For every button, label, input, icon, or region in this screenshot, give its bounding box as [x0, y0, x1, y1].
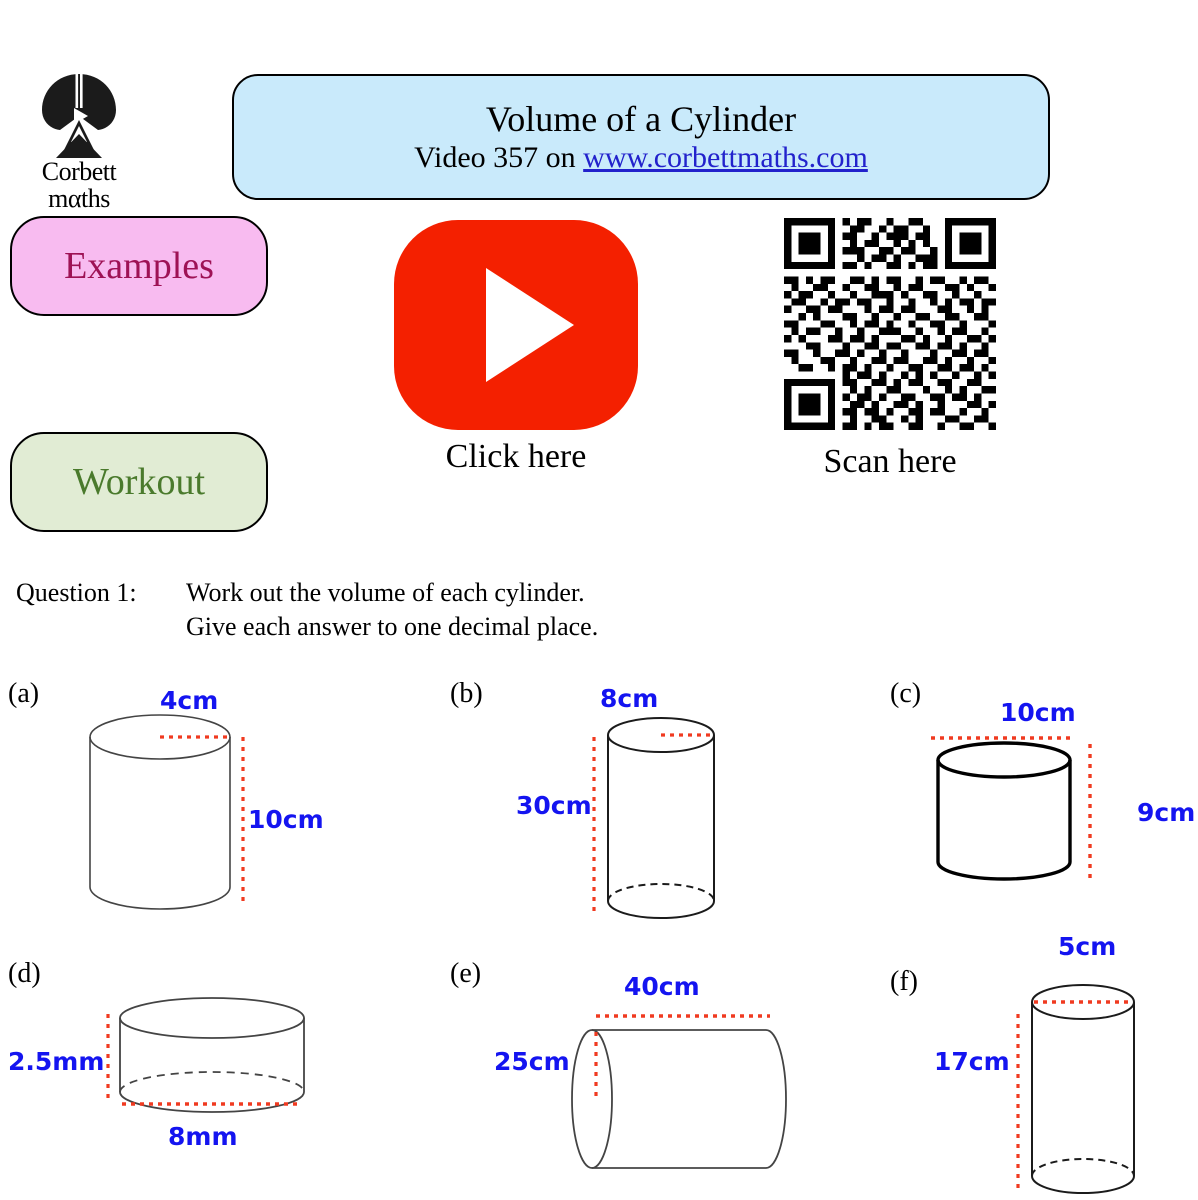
- workout-button-label: Workout: [72, 461, 206, 503]
- cylinder-figure-b: [586, 715, 736, 925]
- examples-button-label: Examples: [64, 245, 214, 287]
- dimension-label-d-diameter: 8mm: [168, 1122, 238, 1151]
- cylinder-figure-d: [106, 997, 321, 1125]
- dimension-label-b-radius: 8cm: [600, 684, 659, 713]
- examples-button[interactable]: Examples: [10, 216, 268, 316]
- dimension-label-a-height: 10cm: [248, 805, 324, 834]
- cylinder-figure-f: [1010, 980, 1150, 1200]
- dimension-label-e-radius: 25cm: [494, 1047, 570, 1076]
- page-title: Volume of a Cylinder: [485, 99, 797, 139]
- youtube-play-icon[interactable]: [394, 220, 638, 430]
- qr-code-icon[interactable]: [784, 218, 996, 430]
- video-prefix: Video 357 on: [414, 141, 584, 174]
- video-reference: Video 357 on www.corbettmaths.com: [414, 140, 868, 176]
- dimension-label-c-diameter: 10cm: [1000, 698, 1076, 727]
- brand-line-2: mαths: [48, 184, 110, 213]
- dimension-label-e-length: 40cm: [624, 972, 700, 1001]
- part-letter-c: (c): [890, 678, 922, 709]
- brand-name: Corbett mαths: [14, 158, 144, 212]
- part-letter-a: (a): [8, 678, 40, 709]
- dimension-label-b-height: 30cm: [516, 791, 592, 820]
- dimension-label-f-height: 17cm: [934, 1047, 1010, 1076]
- cylinder-figure-a: [80, 714, 260, 920]
- part-letter-f: (f): [890, 966, 918, 997]
- cylinder-figure-e: [570, 1004, 787, 1184]
- part-letter-d: (d): [8, 958, 41, 989]
- corbettmaths-link[interactable]: www.corbettmaths.com: [583, 141, 868, 174]
- dimension-label-a-radius: 4cm: [160, 686, 219, 715]
- dimension-label-c-height: 9cm: [1137, 798, 1196, 827]
- cylinder-figure-c: [925, 728, 1125, 898]
- scan-here-label: Scan here: [823, 443, 957, 480]
- workout-button[interactable]: Workout: [10, 432, 268, 532]
- question-number: Question 1:: [16, 578, 137, 607]
- part-letter-e: (e): [450, 958, 482, 989]
- question-line-2: Give each answer to one decimal place.: [186, 612, 599, 641]
- part-letter-b: (b): [450, 678, 483, 709]
- corbettmaths-logo-icon: [38, 72, 120, 158]
- dimension-label-f-diameter: 5cm: [1058, 932, 1117, 961]
- title-banner: Volume of a Cylinder Video 357 on www.co…: [232, 74, 1050, 200]
- corbettmaths-logo: Corbett mαths: [14, 72, 144, 217]
- click-here-label: Click here: [445, 438, 587, 475]
- question-line-1: Work out the volume of each cylinder.: [186, 578, 585, 607]
- brand-line-1: Corbett: [41, 157, 117, 186]
- dimension-label-d-height: 2.5mm: [8, 1047, 105, 1076]
